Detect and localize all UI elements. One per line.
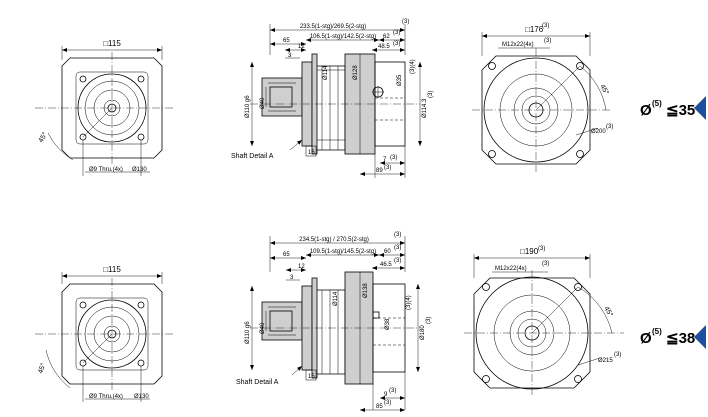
front-a-holes-label: Ø9 Thru.(4x)	[89, 167, 123, 173]
front-b-angle-label: 45°	[36, 362, 47, 375]
tag-a-ref: (5)	[652, 99, 662, 108]
rear-a-pcd-label: Ø200	[591, 129, 606, 135]
rear-a-thread-label: M12x22(4x)	[502, 42, 534, 48]
side-a-62-label: 62	[383, 34, 390, 40]
rear-a-thread-ref: (3)	[544, 38, 551, 44]
side-a-35-label: Ø35	[397, 74, 403, 86]
rear-a-square-ref: (3)	[542, 23, 549, 29]
rear-b-square-ref: (3)	[538, 246, 545, 252]
side-b-12-label: 12	[298, 264, 305, 270]
rear-a-square-label: □176	[525, 25, 544, 34]
side-b-180-ref: (3)	[426, 317, 432, 324]
side-b-9-ref: (3)	[389, 388, 396, 394]
side-b-65-label: 65	[283, 252, 290, 258]
side-view-b: 234.5(1-stg) / 270.5(2-stg) (3) 109.5(1-…	[236, 232, 432, 412]
side-a-7-label: 7	[383, 157, 387, 163]
tag-b-expand-arrow-icon[interactable]	[694, 325, 706, 349]
side-b-9-label: 9	[384, 392, 388, 398]
front-b-pcd-label: Ø130	[134, 394, 149, 400]
tag-b-symbol: Ø	[640, 330, 652, 347]
front-b-holes-label: Ø9 Thru.(4x)	[89, 394, 123, 400]
rear-a-pcd-ref: (3)	[606, 124, 613, 130]
side-b-85-label: 85	[376, 404, 383, 410]
side-a-48-ref: (3)	[393, 41, 400, 47]
side-a-35-ref: (3)(4)	[410, 59, 416, 74]
side-b-shaft-detail-label: Shaft Detail A	[236, 379, 279, 386]
tag-a: Ø (5) ≦35	[640, 96, 706, 120]
tag-b-ref: (5)	[652, 327, 662, 336]
side-a-shaft-detail-label: Shaft Detail A	[231, 153, 274, 160]
side-b-3-label: 3	[290, 275, 294, 281]
side-a-65-label: 65	[283, 38, 290, 44]
rear-b-thread-label: M12x22(4x)	[495, 266, 527, 272]
side-a-114-label: Ø114	[323, 65, 329, 80]
side-a-48-label: 48.5	[378, 44, 390, 50]
front-a-square-label: □115	[103, 39, 121, 48]
side-a-12-label: 12	[298, 44, 305, 50]
side-b-60-label: 60	[384, 249, 391, 255]
side-b-15-label: 15	[308, 374, 315, 380]
front-b-square-label: □115	[103, 265, 121, 274]
side-a-total-ref: (3)	[402, 19, 409, 25]
tag-a-relation: ≦35	[666, 102, 695, 119]
side-b-60-ref: (3)	[394, 245, 401, 251]
side-a-3-label: 3	[288, 53, 292, 59]
rear-b-pcd-label: Ø215	[598, 358, 613, 364]
side-b-total-label: 234.5(1-stg) / 270.5(2-stg)	[299, 237, 369, 243]
side-a-body-label: 106.5(1-stg)/142.5(2-stg)	[310, 34, 376, 40]
tag-b: Ø (5) ≦38	[640, 325, 706, 349]
side-a-62-ref: (3)	[393, 30, 400, 36]
side-b-180-label: Ø180	[420, 325, 426, 340]
side-a-shaft-key-label: Ø40	[260, 97, 266, 109]
side-a-shaft-dia-label: Ø110 g6	[245, 95, 251, 118]
front-view-b: □115 45° Ø9 Thru.(4x) Ø130	[35, 265, 175, 402]
tag-b-relation: ≦38	[666, 330, 695, 347]
side-a-89-ref: (3)	[384, 165, 391, 171]
side-a-16-label: 16	[308, 150, 315, 156]
side-b-85-ref: (3)	[384, 400, 391, 406]
tag-a-expand-arrow-icon[interactable]	[694, 96, 706, 120]
side-b-shaft-key-label: Ø40	[260, 322, 266, 334]
side-b-114-label: Ø114	[333, 291, 339, 306]
side-b-138-label: Ø138	[363, 283, 369, 298]
rear-view-a: □176 (3) M12x22(4x) (3) 45° Ø200 (3)	[472, 23, 613, 172]
tag-a-symbol: Ø	[640, 102, 652, 119]
side-a-1143-ref: (3)	[428, 91, 434, 98]
variant-a: □115 45° Ø9 Thru.(4x) Ø130	[35, 19, 706, 178]
side-b-46-label: 46.5	[380, 262, 392, 268]
front-a-pcd-label: Ø130	[132, 167, 147, 173]
side-a-1143-label: Ø114.3	[422, 98, 428, 118]
side-a-128-label: Ø128	[353, 65, 359, 80]
rear-view-b: □190 (3) M12x22(4x) (3) 45° Ø215 (3)	[464, 246, 624, 396]
side-b-38-ref: (3)(4)	[406, 295, 412, 310]
side-b-total-ref: (3)	[394, 232, 401, 238]
side-b-shaft-dia-label: Ø110 g6	[245, 321, 251, 344]
side-view-a: 233.5(1-stg)/269.5(2-stg) (3) 106.5(1-st…	[231, 19, 434, 178]
rear-b-angle-label: 45°	[602, 305, 614, 318]
variant-b: □115 45° Ø9 Thru.(4x) Ø130	[35, 232, 706, 412]
side-b-38-label: Ø38	[385, 318, 391, 330]
front-a-angle-label: 45°	[37, 131, 49, 144]
side-a-89-label: 89	[376, 168, 383, 174]
rear-b-pcd-ref: (3)	[614, 352, 621, 358]
rear-b-square-label: □190	[520, 247, 539, 256]
front-view-a: □115 45° Ø9 Thru.(4x) Ø130	[35, 39, 175, 176]
side-a-total-label: 233.5(1-stg)/269.5(2-stg)	[300, 24, 366, 30]
rear-a-angle-label: 45°	[598, 83, 610, 96]
side-a-7-ref: (3)	[390, 155, 397, 161]
side-b-body-label: 109.5(1-stg)/145.5(2-stg)	[310, 249, 376, 255]
rear-b-thread-ref: (3)	[542, 261, 549, 267]
side-b-46-ref: (3)	[394, 258, 401, 264]
